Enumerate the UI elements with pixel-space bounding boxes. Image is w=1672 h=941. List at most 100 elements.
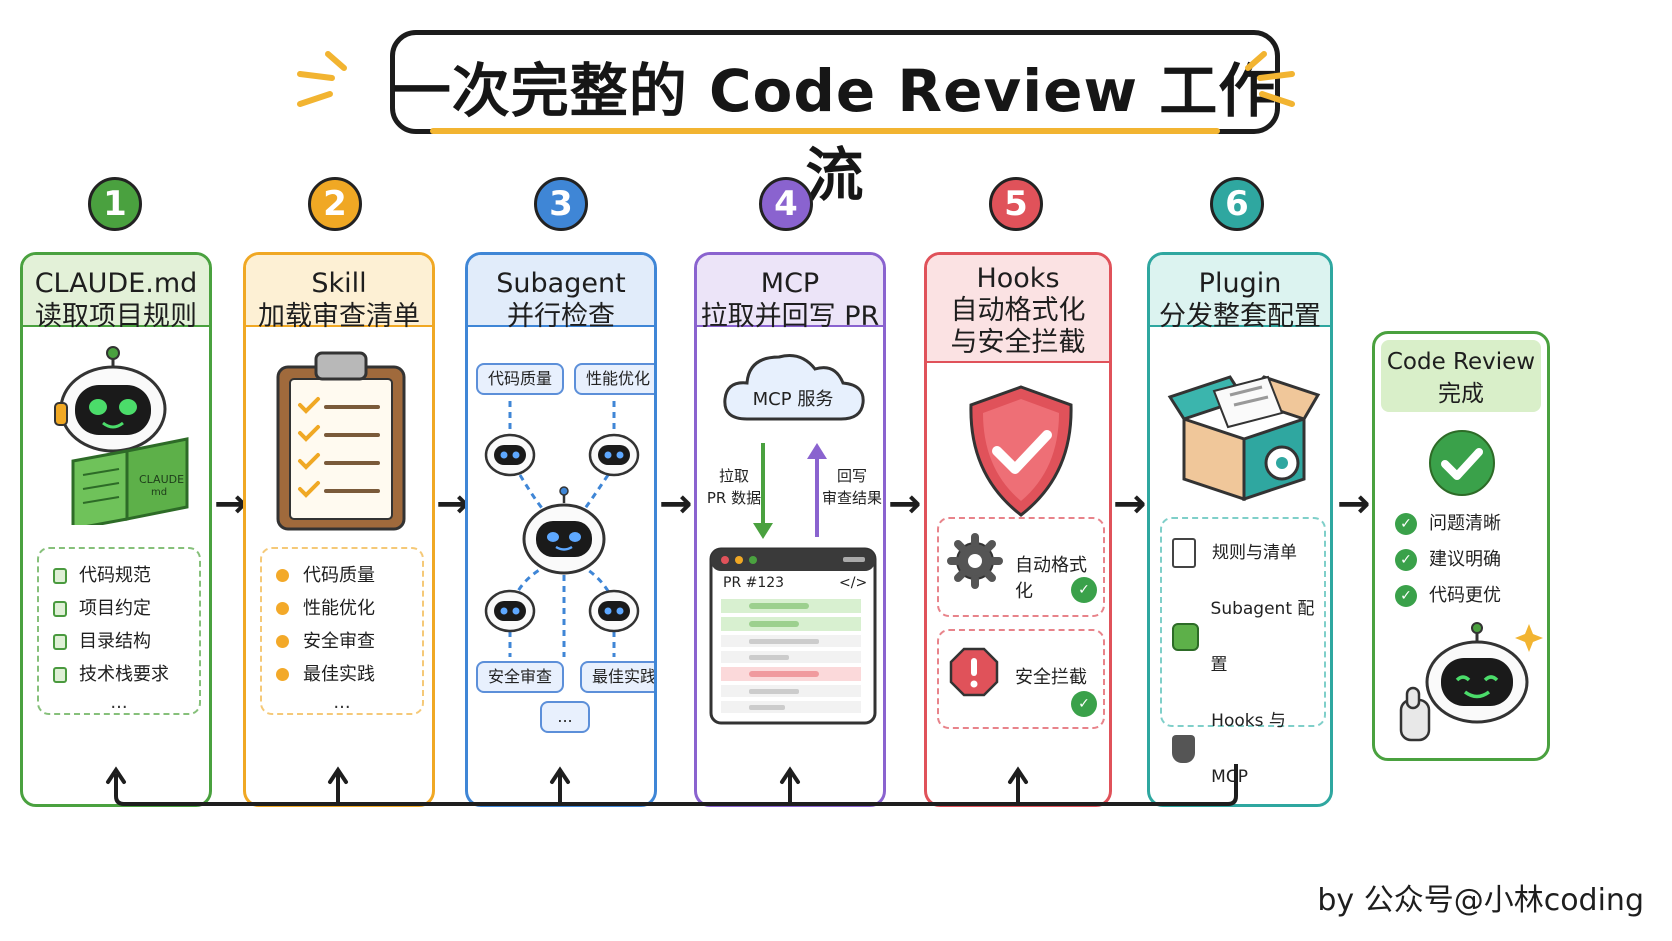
- step-6-title: Plugin: [1198, 268, 1282, 299]
- shield-check-icon: [969, 385, 1073, 517]
- left-sparkle-icon: [297, 51, 347, 107]
- title-underline: [430, 128, 1220, 134]
- pr-number-label: PR #123: [723, 575, 785, 591]
- hook-autoformat-label: 自动格式化: [1015, 555, 1087, 602]
- subagent-tag-best-practice: 最佳实践: [580, 661, 654, 693]
- done-list: ✓问题清晰 ✓建议明确 ✓代码更优: [1395, 506, 1501, 614]
- write-back-label: 回写审查结果: [821, 467, 882, 507]
- list-item: 代码质量: [276, 559, 422, 592]
- list-item: 安全审查: [276, 625, 422, 658]
- list-item: Subagent 配置: [1172, 581, 1324, 693]
- footer-credit: by 公众号@小林coding: [1317, 883, 1644, 918]
- book-label: CLAUDE: [139, 473, 184, 486]
- step-2-list: 代码质量 性能优化 安全审查 最佳实践 ...: [260, 547, 424, 715]
- step-5-title: Hooks: [976, 263, 1060, 294]
- list-item: 目录结构: [53, 625, 199, 658]
- done-card: Code Review 完成 ✓问题清晰 ✓建议明确 ✓代码更优: [1372, 331, 1550, 761]
- check-circle-icon: ✓: [1395, 513, 1417, 535]
- list-item: 性能优化: [276, 592, 422, 625]
- step-1-badge: 1: [88, 177, 142, 231]
- flow-arrow-icon: →: [659, 481, 693, 527]
- robot-thumbs-up-icon: [1399, 622, 1543, 742]
- subagent-tag-security: 安全审查: [476, 661, 565, 693]
- step-1-header: CLAUDE.md 读取项目规则: [23, 255, 209, 333]
- doc-icon: [53, 567, 67, 584]
- feedback-loop-arrows: [106, 764, 1238, 806]
- step-6-list: 规则与清单 Subagent 配置 Hooks 与 MCP ...: [1160, 517, 1326, 787]
- step-4-header-bg: [697, 255, 883, 327]
- bullet-icon: [276, 668, 289, 681]
- step-2-title: Skill: [311, 268, 367, 299]
- step-2-subtitle: 加载审查清单: [258, 301, 420, 332]
- step-5-subtitle-2: 与安全拦截: [950, 327, 1086, 358]
- step-6-badge: 6: [1210, 177, 1264, 231]
- robot-reading-icon: CLAUDE md: [54, 346, 189, 525]
- gear-icon: [947, 533, 1003, 589]
- step-4-header: MCP 拉取并回写 PR: [697, 255, 883, 333]
- step-3-card: Subagent 并行检查 代码质量 性能优化: [465, 252, 657, 807]
- step-6-header: Plugin 分发整套配置: [1150, 255, 1330, 333]
- subagent-tag-performance: 性能优化: [574, 363, 654, 395]
- step-2-card: Skill 加载审查清单 代码质量 性能优化 安全审查 最佳实践 ...: [243, 252, 435, 807]
- done-subtitle: 完成: [1438, 381, 1484, 407]
- cloud-icon: [723, 354, 865, 421]
- puzzle-icon: [1172, 623, 1199, 651]
- step-2-header: Skill 加载审查清单: [246, 255, 432, 333]
- doc-icon: [53, 600, 67, 617]
- package-box-icon: [1167, 375, 1321, 502]
- list-item: 技术栈要求: [53, 658, 199, 691]
- big-check-icon: [1429, 430, 1495, 496]
- code-icon: </>: [839, 575, 868, 591]
- step-3-header-bg: [468, 255, 654, 327]
- flow-arrow-icon: →: [436, 481, 470, 527]
- list-item: ✓代码更优: [1395, 578, 1501, 614]
- list-item: 项目约定: [53, 592, 199, 625]
- step-5-header-bg: [927, 255, 1109, 363]
- done-header: Code Review 完成: [1375, 334, 1547, 410]
- subagent-tag-quality: 代码质量: [476, 363, 565, 395]
- step-1-header-bg: [23, 255, 209, 327]
- bullet-icon: [276, 569, 289, 582]
- list-item: Hooks 与 MCP: [1172, 693, 1324, 804]
- step-5-header: Hooks 自动格式化 与安全拦截: [927, 255, 1109, 359]
- flow-arrow-icon: →: [888, 481, 922, 527]
- step-4-badge: 4: [759, 177, 813, 231]
- step-3-header: Subagent 并行检查: [468, 255, 654, 333]
- step-6-header-bg: [1150, 255, 1330, 327]
- step-6-subtitle: 分发整套配置: [1159, 301, 1321, 332]
- list-item: ✓问题清晰: [1395, 506, 1501, 542]
- step-1-list: 代码规范 项目约定 目录结构 技术栈要求 ...: [37, 547, 201, 715]
- step-2-badge: 2: [308, 177, 362, 231]
- flow-arrow-icon: →: [214, 481, 248, 527]
- plug-icon: [1172, 735, 1196, 763]
- page-title: 一次完整的 Code Review 工作流: [392, 57, 1278, 209]
- step-5-card: Hooks 自动格式化 与安全拦截 自动格式化 ✓ 安全拦截 ✓: [924, 252, 1112, 807]
- subagent-tag-more: ...: [540, 701, 590, 733]
- list-item: 规则与清单: [1172, 525, 1324, 581]
- list-more: ...: [333, 692, 351, 713]
- document-icon: [1172, 538, 1196, 568]
- book-label-ext: md: [151, 487, 167, 498]
- step-1-subtitle: 读取项目规则: [35, 301, 197, 332]
- subagent-network-icon: [484, 401, 640, 657]
- sync-arrows-icon: [753, 443, 827, 539]
- list-item: 代码规范: [53, 559, 199, 592]
- step-3-badge: 3: [534, 177, 588, 231]
- step-1-card: CLAUDE.md 读取项目规则 CLAUDE md 代码规范 项目约定 目录结…: [20, 252, 212, 807]
- right-sparkle-icon: [1245, 51, 1295, 107]
- bullet-icon: [276, 635, 289, 648]
- step-4-title: MCP: [760, 268, 820, 299]
- step-5-badge: 5: [989, 177, 1043, 231]
- check-circle-icon: ✓: [1395, 549, 1417, 571]
- clipboard-checklist-icon: [276, 351, 406, 531]
- step-3-title: Subagent: [496, 268, 626, 299]
- bullet-icon: [276, 602, 289, 615]
- check-circle-icon: ✓: [1071, 577, 1097, 603]
- hook-autoformat-card: 自动格式化 ✓: [937, 517, 1105, 617]
- list-item: ✓建议明确: [1395, 542, 1501, 578]
- check-circle-icon: ✓: [1395, 585, 1417, 607]
- step-4-subtitle: 拉取并回写 PR: [700, 301, 880, 332]
- pr-window-icon: [709, 547, 877, 725]
